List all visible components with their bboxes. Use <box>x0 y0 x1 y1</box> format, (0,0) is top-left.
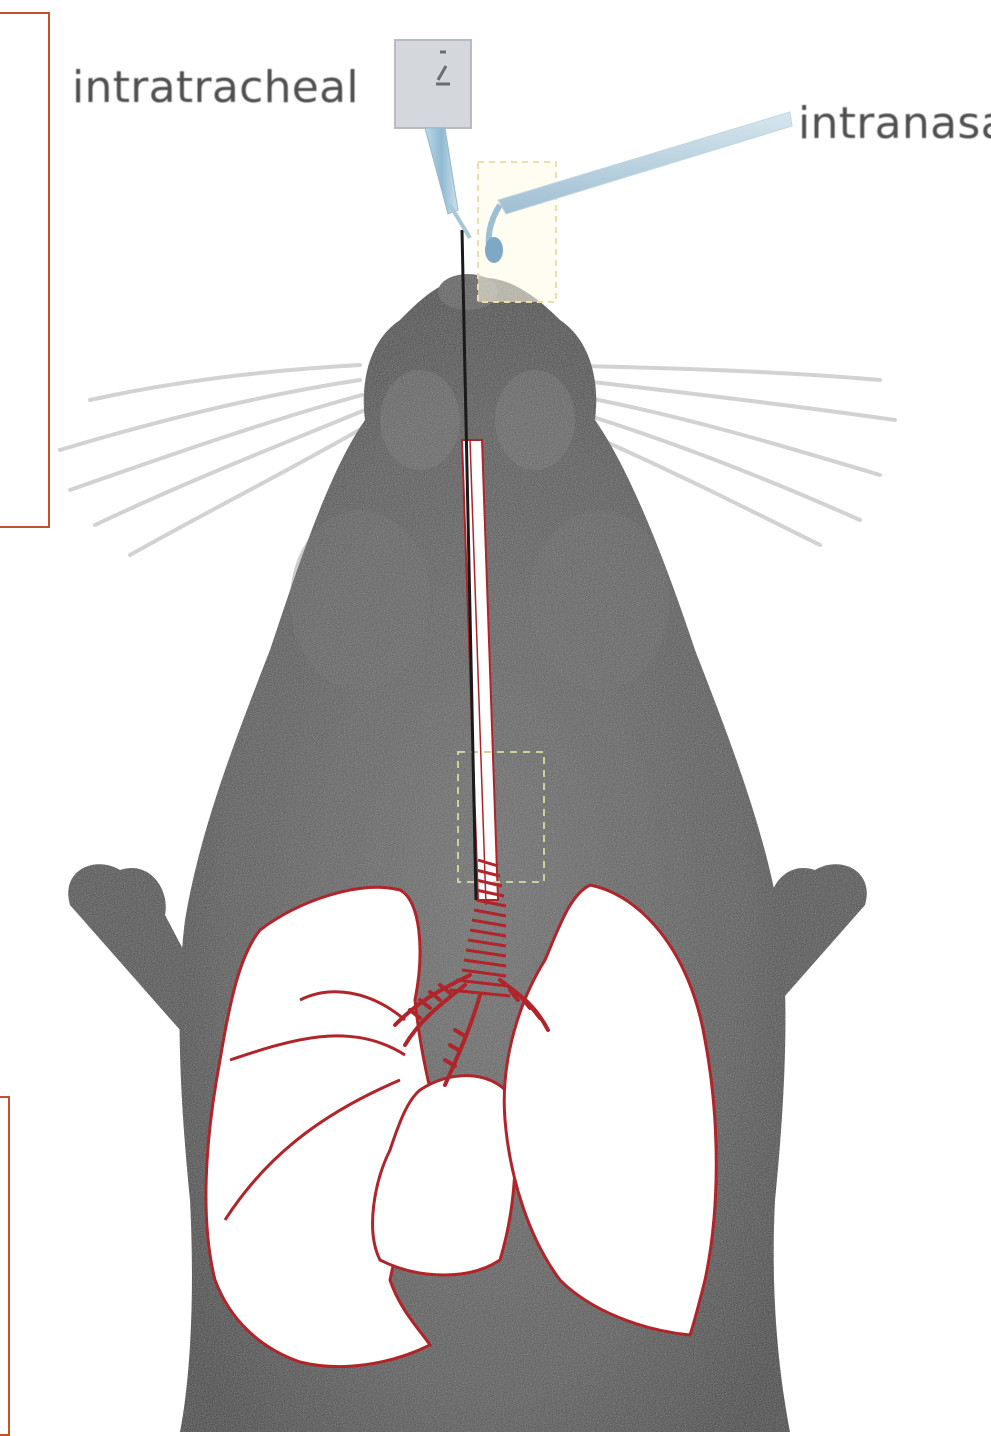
side-frame-bottom <box>0 1096 10 1436</box>
syringe-icon <box>395 40 471 238</box>
intranasal-label: intranasa <box>798 98 991 149</box>
intratracheal-label: intratracheal <box>72 62 359 113</box>
side-frame-top <box>0 12 50 528</box>
